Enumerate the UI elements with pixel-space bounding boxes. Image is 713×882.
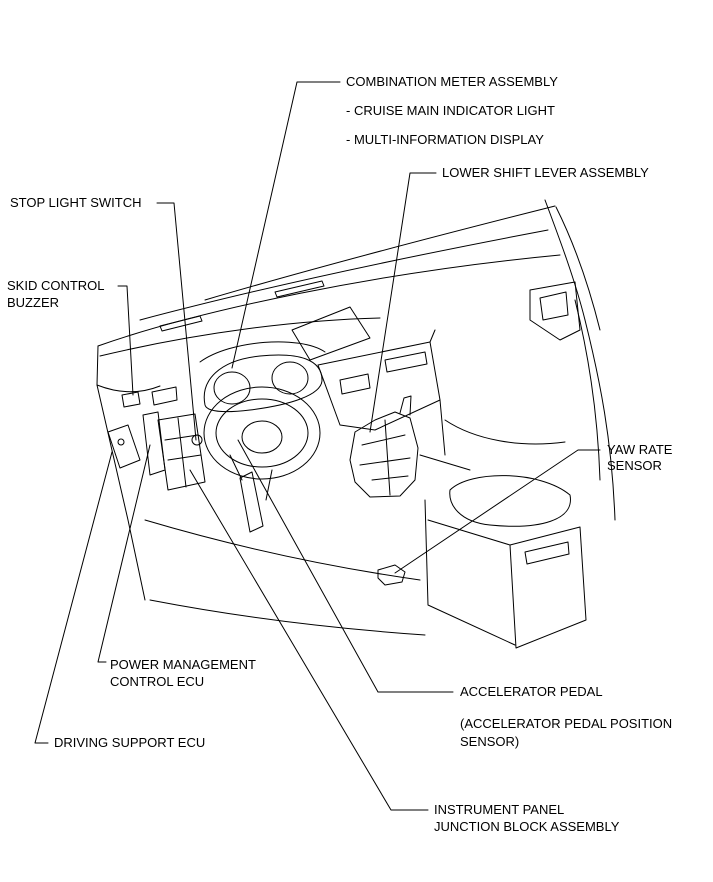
left-door-edge (96, 384, 146, 601)
yaw-rate-sensor (377, 564, 406, 586)
combination-meter (203, 354, 323, 413)
leader-line-accelerator-pedal (237, 439, 454, 693)
power-management-ecu-label-line1: POWER MANAGEMENT (110, 657, 256, 672)
skid-control-buzzer-label-line2: BUZZER (7, 295, 59, 310)
center-console-top (419, 454, 471, 471)
driving-support-ecu-mount-hole (117, 438, 125, 446)
meter-gauge-left (213, 371, 251, 405)
meter-gauge-right (271, 361, 309, 395)
right-a-pillar (544, 199, 601, 331)
center-stack (317, 341, 441, 431)
right-dash-end (529, 281, 581, 341)
floor-line (144, 519, 421, 581)
junction-block-detail (164, 417, 202, 488)
accelerator-pedal-note-line1: (ACCELERATOR PEDAL POSITION (460, 716, 673, 731)
junction-block (157, 413, 206, 491)
cruise-main-indicator-label: - CRUISE MAIN INDICATOR LIGHT (346, 103, 555, 118)
center-stack-side (429, 329, 446, 456)
leader-line-combination-meter (231, 81, 341, 369)
driving-support-ecu (107, 424, 141, 469)
steering-column (229, 454, 273, 501)
meter-hood (199, 341, 326, 363)
accelerator-pedal (239, 471, 264, 533)
skid-control-buzzer-label-line1: SKID CONTROL (7, 278, 105, 293)
multi-information-display-label: - MULTI-INFORMATION DISPLAY (346, 132, 544, 147)
right-side-vent (539, 291, 569, 321)
junction-block-label-line1: INSTRUMENT PANEL (434, 802, 565, 817)
right-door-trim (574, 299, 616, 521)
console-side (424, 499, 516, 646)
defroster-vent-center (274, 280, 325, 298)
leader-line-yaw-rate-sensor (394, 449, 601, 574)
steering-wheel-hub (241, 420, 283, 454)
lower-shift-lever-label: LOWER SHIFT LEVER ASSEMBLY (442, 165, 649, 180)
center-vent-left (339, 373, 371, 395)
center-vent-right (384, 351, 428, 373)
leader-line-junction-block (189, 469, 429, 811)
stop-light-switch (191, 434, 203, 446)
rear-console-vent (524, 541, 570, 565)
leader-line-power-management-ecu (97, 444, 151, 663)
shift-lever-assembly (349, 411, 419, 498)
leader-line-skid-control-buzzer (117, 285, 134, 396)
floor-line-lower (149, 599, 426, 636)
dash-front-edge (99, 317, 381, 357)
leader-line-driving-support-ecu (34, 451, 113, 744)
leader-line-stop-light-switch (156, 202, 197, 441)
console-front (427, 519, 511, 546)
dash-top-edge (97, 254, 561, 347)
armrest (449, 475, 571, 527)
defroster-vent-left (159, 315, 203, 332)
junction-block-label-line2: JUNCTION BLOCK ASSEMBLY (434, 819, 620, 834)
rear-console (509, 526, 587, 649)
passenger-footwell (444, 419, 566, 445)
navigation-display (291, 306, 371, 361)
power-management-ecu-label-line2: CONTROL ECU (110, 674, 205, 689)
shift-knob (399, 395, 412, 416)
left-a-pillar (96, 345, 99, 386)
steering-wheel-rim (203, 386, 321, 480)
combination-meter-label: COMBINATION METER ASSEMBLY (346, 74, 558, 89)
accelerator-pedal-note-line2: SENSOR) (460, 734, 520, 749)
yaw-rate-sensor-label-line2: SENSOR (607, 458, 662, 473)
yaw-rate-sensor-label-line1: YAW RATE (607, 442, 673, 457)
shift-lever-detail (359, 419, 411, 496)
windshield-upper-edge (204, 205, 556, 301)
accelerator-pedal-label: ACCELERATOR PEDAL (460, 684, 603, 699)
skid-control-buzzer (121, 391, 141, 408)
steering-wheel-inner (215, 398, 309, 468)
leader-line-lower-shift-lever (369, 172, 437, 433)
stop-light-switch-label: STOP LIGHT SWITCH (10, 195, 142, 210)
left-dash-vent (151, 386, 178, 406)
windshield-lower-edge (139, 229, 549, 321)
lower-dash-left (96, 384, 161, 393)
driving-support-ecu-label: DRIVING SUPPORT ECU (54, 735, 206, 750)
